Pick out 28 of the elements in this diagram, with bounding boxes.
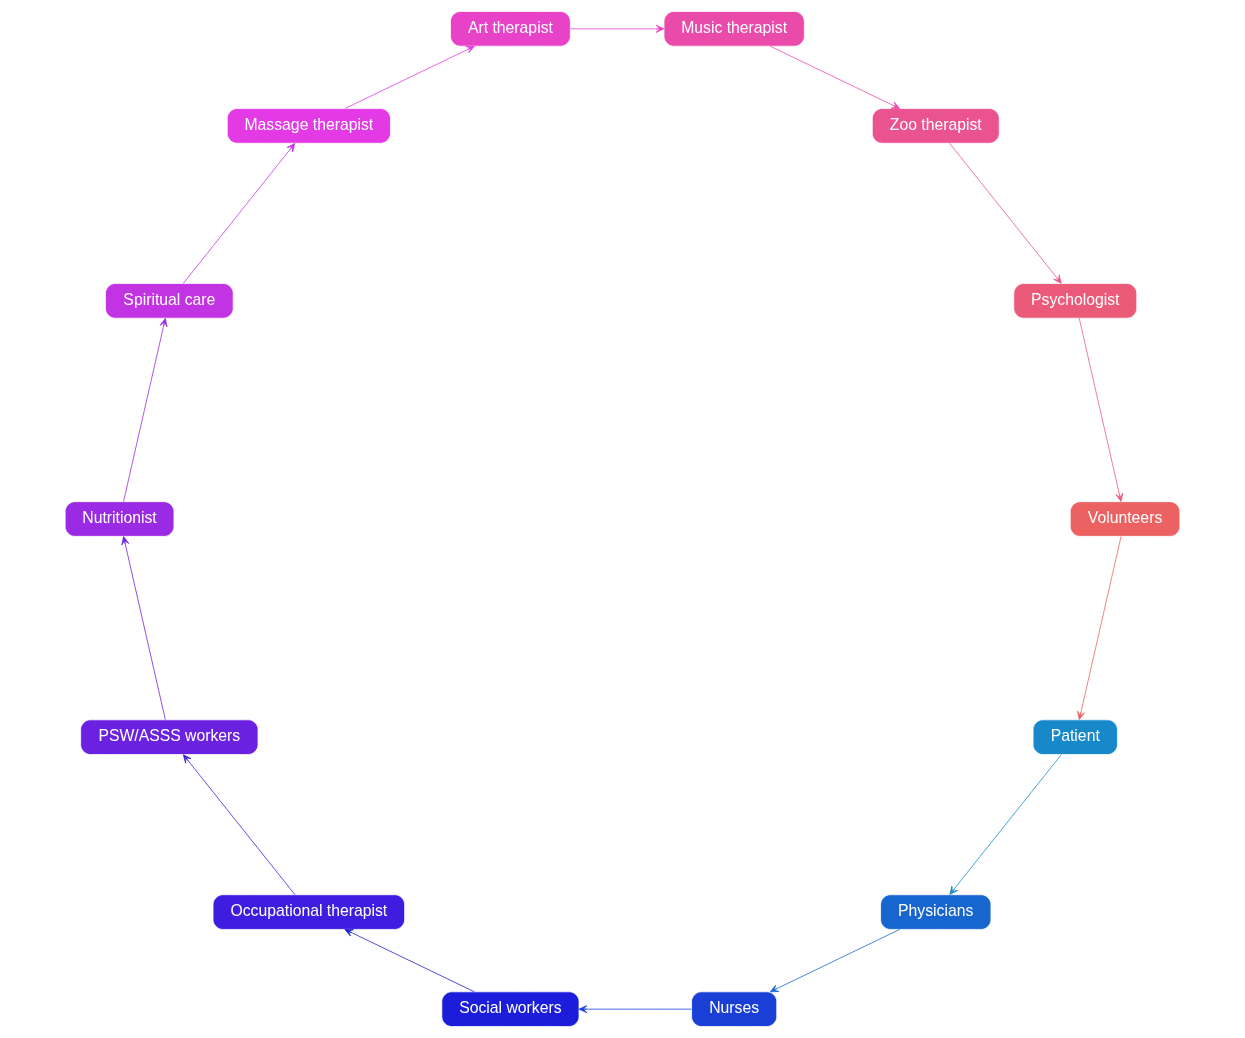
arrow	[949, 754, 1062, 895]
arrow	[1078, 317, 1124, 502]
node-box: Social workers	[441, 991, 580, 1027]
node-box: Nurses	[691, 991, 778, 1027]
arrow	[769, 45, 901, 109]
node-box: PSW/ASSS workers	[80, 719, 259, 755]
node-box: Volunteers	[1069, 501, 1181, 537]
node-box: Psychologist	[1013, 283, 1138, 319]
arrow	[183, 754, 296, 896]
arrow	[123, 318, 168, 502]
node-box: Art therapist	[450, 11, 571, 47]
arrow	[1077, 536, 1122, 720]
arrow	[769, 929, 901, 993]
arrow	[949, 142, 1062, 284]
arrow	[344, 45, 475, 109]
node-box: Music therapist	[663, 11, 805, 47]
arrow	[121, 536, 166, 721]
node-box: Zoo therapist	[871, 108, 1000, 144]
node-box: Massage therapist	[226, 108, 391, 144]
node-box: Occupational therapist	[212, 894, 406, 930]
node-box: Nutritionist	[64, 501, 175, 537]
node-box: Patient	[1032, 719, 1118, 755]
node-box: Physicians	[880, 894, 992, 930]
arrow	[344, 929, 475, 993]
node-box: Spiritual care	[105, 283, 234, 319]
arrow	[578, 1005, 692, 1014]
arrow	[182, 143, 296, 284]
arrow	[570, 24, 665, 33]
